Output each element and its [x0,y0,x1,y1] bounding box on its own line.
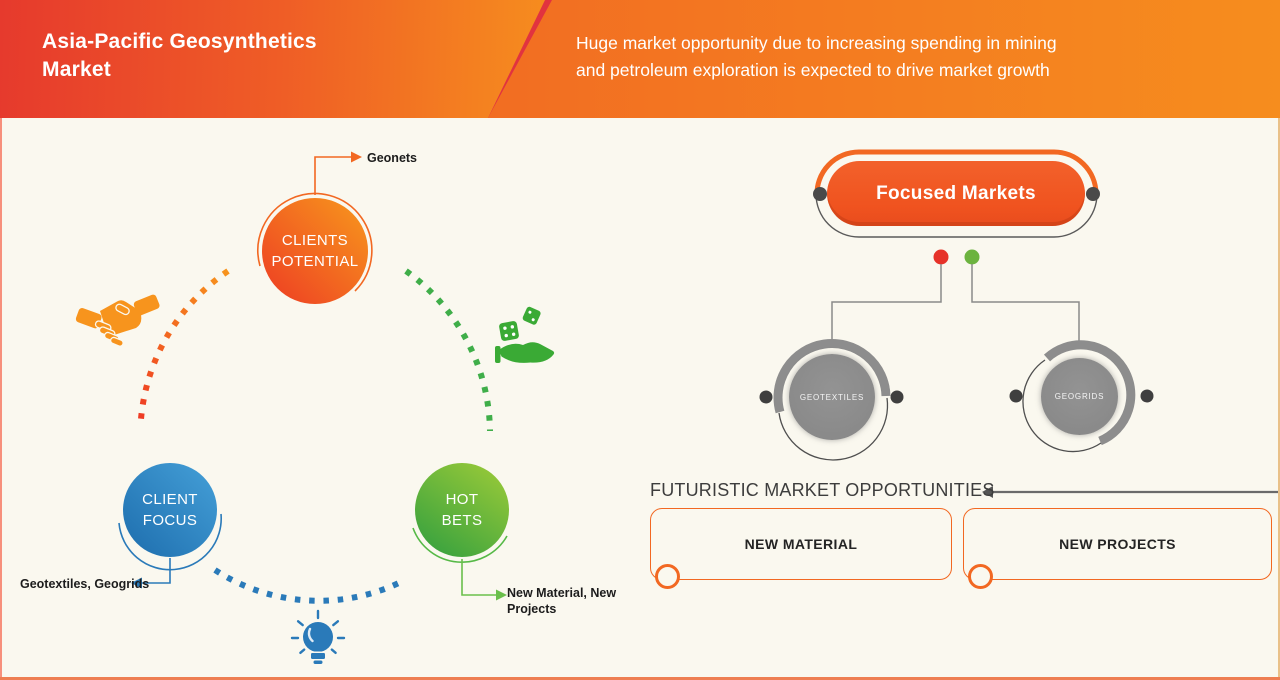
geogrids-thin-arc [1022,359,1102,453]
focused-markets-title: Focused Markets [876,182,1036,204]
opportunity-ring-icon [655,564,680,589]
heading-arrowhead [982,486,993,498]
node-hot-bets: HOT BETS [415,463,509,557]
connector-left [831,264,942,345]
geotextiles-dot-right [890,390,904,404]
arrowhead-geotextiles [131,577,142,589]
callout-geonets: Geonets [367,151,418,165]
handshake-icon [75,294,160,347]
arrow-line-geotextiles [142,558,171,584]
opportunities-heading: FUTURISTIC MARKET OPPORTUNITIES [650,480,995,500]
legend-dot-green [964,249,980,265]
header-subtitle: Huge market opportunity due to increasin… [576,33,1057,80]
opportunity-label: NEW PROJECTS [1059,536,1176,552]
node-client-focus: CLIENT FOCUS [123,463,217,557]
arrow-line-newmaterial [461,559,496,596]
geotextiles-thick-arc [773,339,891,414]
geogrids-dot-right [1140,389,1154,403]
legend-dot-red [933,249,949,265]
market-label: GEOGRIDS [1054,392,1105,401]
board-right-edge [1278,118,1280,680]
opportunity-label: NEW MATERIAL [744,536,858,552]
page-title: Asia-Pacific Geosynthetics Market [42,30,317,81]
header-banner: Asia-Pacific Geosynthetics Market Huge m… [0,0,1280,118]
opportunity-box-new-material: NEW MATERIAL [650,508,952,580]
node-arc-green [412,527,508,563]
opportunity-ring-icon [968,564,993,589]
focused-markets-pill: Focused Markets [827,161,1085,226]
geotextiles-thin-arc [778,397,889,461]
pill-outline-orange-arc [814,149,1099,199]
diagram-decor-layer [75,149,1280,664]
market-circle-geotextiles: GEOTEXTILES [789,354,875,440]
board-left-edge [0,118,2,680]
node-clients-potential: CLIENTS POTENTIAL [262,198,368,304]
arrowhead-geonets [351,151,362,163]
geotextiles-dot-left [759,390,773,404]
node-label: CLIENTS POTENTIAL [271,232,359,270]
connector-right [971,264,1080,349]
opportunity-box-new-projects: NEW PROJECTS [963,508,1272,580]
hand-with-dice-icon [495,306,555,363]
dotted-arc-orange [138,268,230,420]
arrowhead-newmaterial [496,589,507,601]
geogrids-thick-arc [1043,340,1136,446]
geogrids-dot-left [1009,389,1023,403]
pill-end-dot-right [1086,187,1100,201]
node-label: CLIENT FOCUS [142,491,198,529]
node-label: HOT BETS [441,491,483,529]
callout-geotextiles-geogrids: Geotextiles, Geogrids [20,577,150,591]
market-circle-geogrids: GEOGRIDS [1041,358,1118,435]
board-bottom-edge [0,677,1280,680]
header-right-panel [488,0,1280,118]
arrow-line-geonets [314,156,351,195]
callout-new-material-projects: New Material, New Projects [507,586,617,616]
node-arc-blue [118,513,222,571]
pill-end-dot-left [813,187,827,201]
market-label: GEOTEXTILES [799,392,865,402]
dotted-arc-green [404,268,493,432]
dotted-arc-blue [213,567,405,604]
lightbulb-icon [290,609,346,664]
node-arc-orange [257,192,373,292]
